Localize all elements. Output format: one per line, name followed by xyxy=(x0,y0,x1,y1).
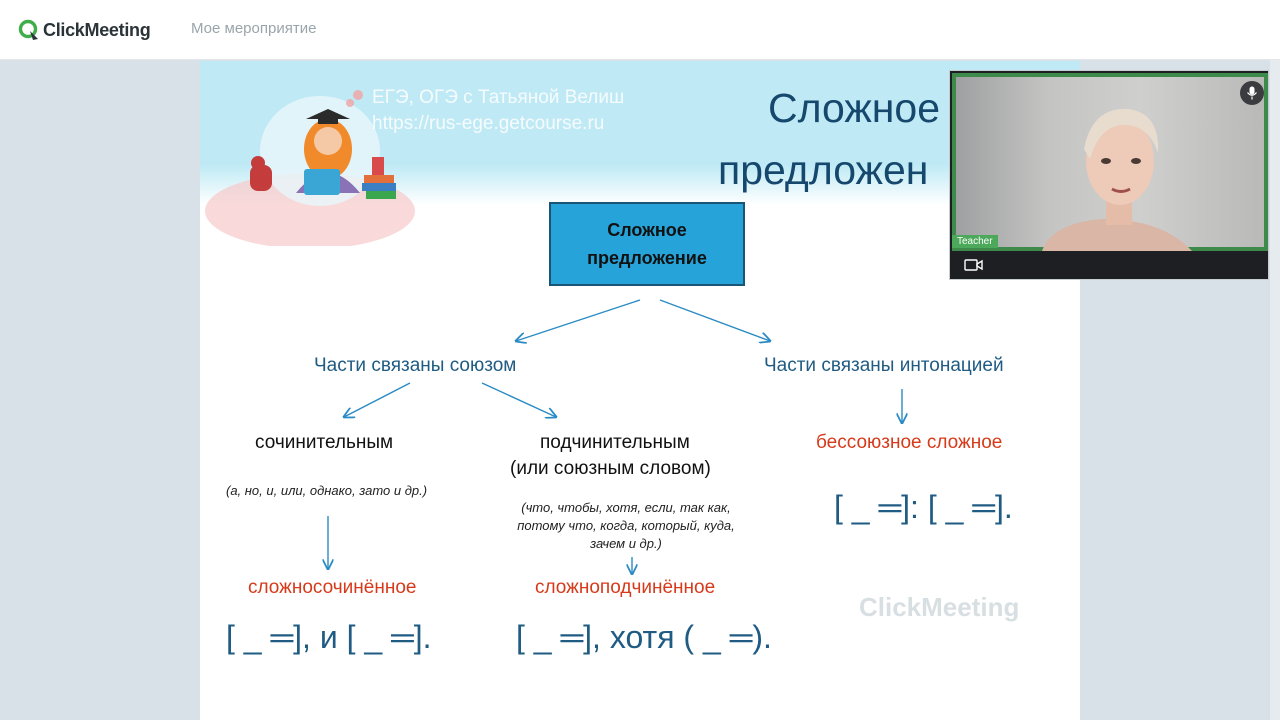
video-camera-icon[interactable] xyxy=(964,258,984,272)
brand[interactable]: ClickMeeting xyxy=(18,18,151,42)
coordinating-conjunctions-note: (а, но, и, или, однако, зато и др.) xyxy=(226,483,428,498)
complex-sentence-label: сложноподчинённое xyxy=(535,577,716,598)
clickmeeting-watermark: ClickMeeting xyxy=(859,592,1020,622)
microphone-icon xyxy=(1247,86,1257,100)
branch-union-label: Части связаны союзом xyxy=(314,355,517,376)
arrow-to-subordinating xyxy=(481,382,556,417)
arrow-to-intonation xyxy=(659,299,770,341)
complex-scheme: [ _ ═], хотя ( _ ═). xyxy=(516,619,772,655)
subordinating-conjunctions-note: (что, чтобы, хотя, если, так как, потому… xyxy=(496,499,756,553)
event-title: Мое мероприятие xyxy=(191,20,317,37)
banner-course-url: https://rus-ege.getcourse.ru xyxy=(372,113,605,134)
note-line3: зачем и др.) xyxy=(590,536,662,551)
main-box-line2: предложение xyxy=(587,248,707,268)
diagram-arrows xyxy=(200,299,1080,720)
presenter-avatar-icon xyxy=(1042,108,1192,251)
brand-name: ClickMeeting xyxy=(43,19,151,40)
slide-title-line2: предложен xyxy=(718,147,929,193)
main-box-line1: Сложное xyxy=(607,220,687,240)
note-line2: потому что, когда, который, куда, xyxy=(517,518,735,533)
subordinating-label-line2: (или союзным словом) xyxy=(510,458,711,479)
compound-sentence-label: сложносочинённое xyxy=(248,577,417,598)
note-line1: (что, чтобы, хотя, если, так как, xyxy=(521,500,731,515)
banner-course-name: ЕГЭ, ОГЭ с Татьяной Велиш xyxy=(372,87,625,108)
top-bar: ClickMeeting Мое мероприятие xyxy=(0,0,1280,60)
presentation-slide: ЕГЭ, ОГЭ с Татьяной Велиш https://rus-eg… xyxy=(200,61,1080,720)
arrow-to-union xyxy=(516,299,641,341)
presenter-video-tile[interactable]: Teacher xyxy=(949,70,1269,280)
branch-intonation-label: Части связаны интонацией xyxy=(764,355,1004,376)
participant-name-tag: Teacher xyxy=(952,235,998,248)
side-scrollbar[interactable] xyxy=(1270,60,1280,720)
microphone-button[interactable] xyxy=(1240,81,1264,105)
video-frame xyxy=(952,73,1268,251)
teacher-illustration-icon xyxy=(205,90,415,246)
subordinating-label-line1: подчинительным xyxy=(540,432,690,453)
compound-scheme: [ _ ═], и [ _ ═]. xyxy=(226,619,432,655)
clickmeeting-logo-icon xyxy=(18,19,38,40)
asyndetic-scheme: [ _ ═]: [ _ ═]. xyxy=(834,489,1013,525)
slide-title-line1: Сложное xyxy=(768,85,941,131)
main-concept-box: Сложное предложение xyxy=(549,202,745,286)
asyndetic-sentence-label: бессоюзное сложное xyxy=(816,432,1003,453)
coordinating-label: сочинительным xyxy=(255,432,394,453)
arrow-to-coordinating xyxy=(344,382,411,417)
